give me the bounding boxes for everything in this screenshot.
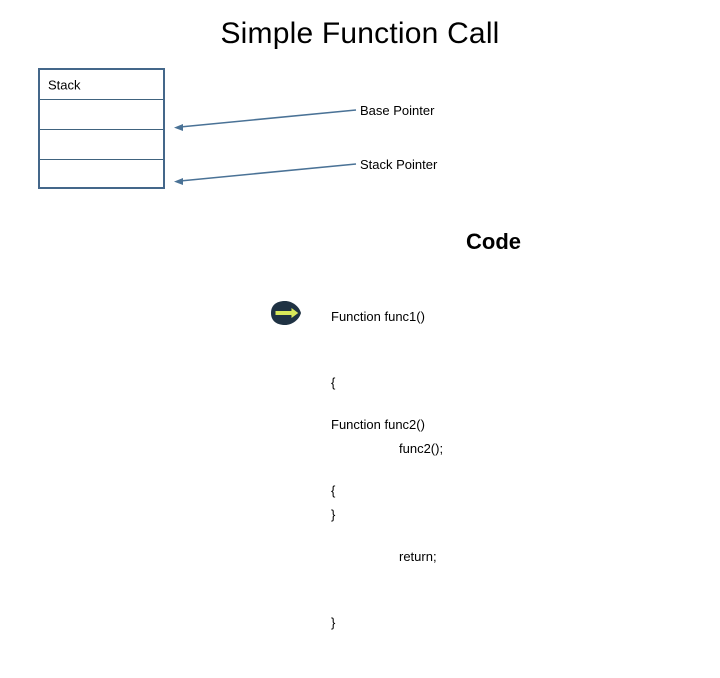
code-line: Function func2() bbox=[331, 417, 425, 432]
base-pointer-connector-arrow bbox=[174, 109, 357, 131]
stack-row-label: Stack bbox=[48, 77, 81, 92]
code-line: { bbox=[331, 483, 336, 498]
code-block-func2: Function func2() { return; } bbox=[331, 370, 437, 678]
slide-canvas: Simple Function Call Stack Base Pointer … bbox=[38, 17, 521, 630]
stack-row: Stack bbox=[40, 70, 163, 100]
code-line: { bbox=[331, 375, 336, 390]
stack-pointer-label: Stack Pointer bbox=[360, 157, 438, 172]
base-pointer-label: Base Pointer bbox=[360, 103, 435, 118]
code-line: return; bbox=[399, 549, 437, 564]
code-line: } bbox=[331, 507, 336, 522]
code-block-func1: Function func1() { func2(); } bbox=[331, 262, 443, 570]
right-arrow-marker-icon bbox=[271, 301, 301, 325]
code-line: Function func1() bbox=[331, 309, 425, 324]
stack-pointer-connector-arrow bbox=[174, 163, 357, 185]
stack-row bbox=[40, 100, 163, 130]
code-line: func2(); bbox=[399, 441, 444, 456]
stack-row bbox=[40, 160, 163, 189]
stack-row bbox=[40, 130, 163, 160]
code-line: } bbox=[331, 615, 336, 630]
page-title: Simple Function Call bbox=[220, 17, 500, 50]
stack-diagram: Stack bbox=[38, 68, 165, 189]
code-section-heading: Code bbox=[466, 229, 521, 254]
